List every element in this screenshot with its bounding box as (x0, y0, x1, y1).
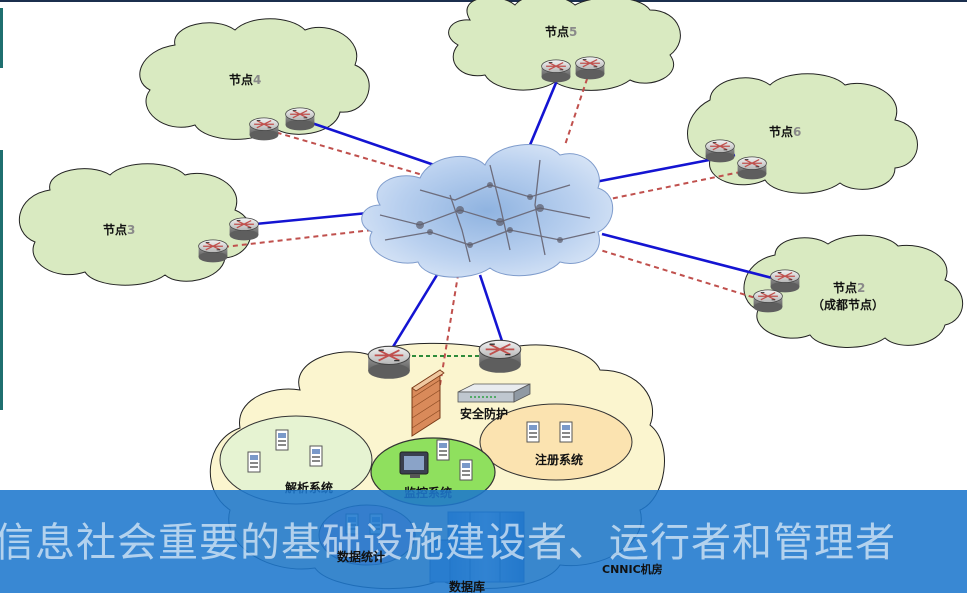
node-cloud-2 (743, 234, 964, 348)
database-label: 数据库 (449, 580, 486, 594)
monitor-icon (399, 451, 429, 478)
server-icon (247, 451, 261, 473)
router-node2-b (752, 289, 784, 314)
server-icon (459, 459, 473, 481)
bottom-banner (0, 490, 967, 593)
node5-label: 节点5 (545, 24, 577, 39)
router-node3-a (228, 217, 260, 242)
router-node5-a (540, 59, 572, 84)
router-node3-b (197, 239, 229, 264)
registration-label: 注册系统 (535, 452, 583, 467)
server-icon (436, 439, 450, 461)
router-node4-b (284, 107, 316, 132)
server-icon (275, 429, 289, 451)
router-node4-a (248, 117, 280, 142)
router-node2-a (769, 269, 801, 294)
primary-links (244, 77, 781, 356)
cnnic-room-label: CNNIC机房 (602, 563, 663, 576)
security-label: 安全防护 (460, 406, 508, 421)
server-icon (309, 445, 323, 467)
node2-sublabel: （成都节点） (812, 297, 884, 312)
internet-cloud (361, 144, 614, 278)
server-icon (559, 421, 573, 443)
backup-links (214, 69, 763, 386)
security-appliance-icon (457, 383, 531, 403)
router-node6-a (704, 139, 736, 164)
left-edge-mark-2 (0, 150, 3, 410)
router-core-a (367, 345, 411, 380)
statistics-label: 数据统计 (337, 550, 386, 564)
node3-label: 节点3 (103, 222, 135, 237)
node4-label: 节点4 (229, 72, 261, 87)
server-icon (526, 421, 540, 443)
router-node6-b (736, 156, 768, 181)
node-cloud-5 (448, 0, 681, 91)
node6-label: 节点6 (769, 124, 801, 139)
router-core-b (478, 339, 522, 374)
router-node5-b (574, 56, 606, 81)
node-cloud-4 (139, 18, 370, 140)
banner-slogan: 信息社会重要的基础设施建设者、运行者和管理者 (0, 520, 896, 566)
node2-label: 节点2 (833, 280, 865, 295)
left-edge-mark (0, 8, 3, 68)
registration-system-zone (479, 403, 633, 481)
firewall-icon (411, 369, 445, 437)
